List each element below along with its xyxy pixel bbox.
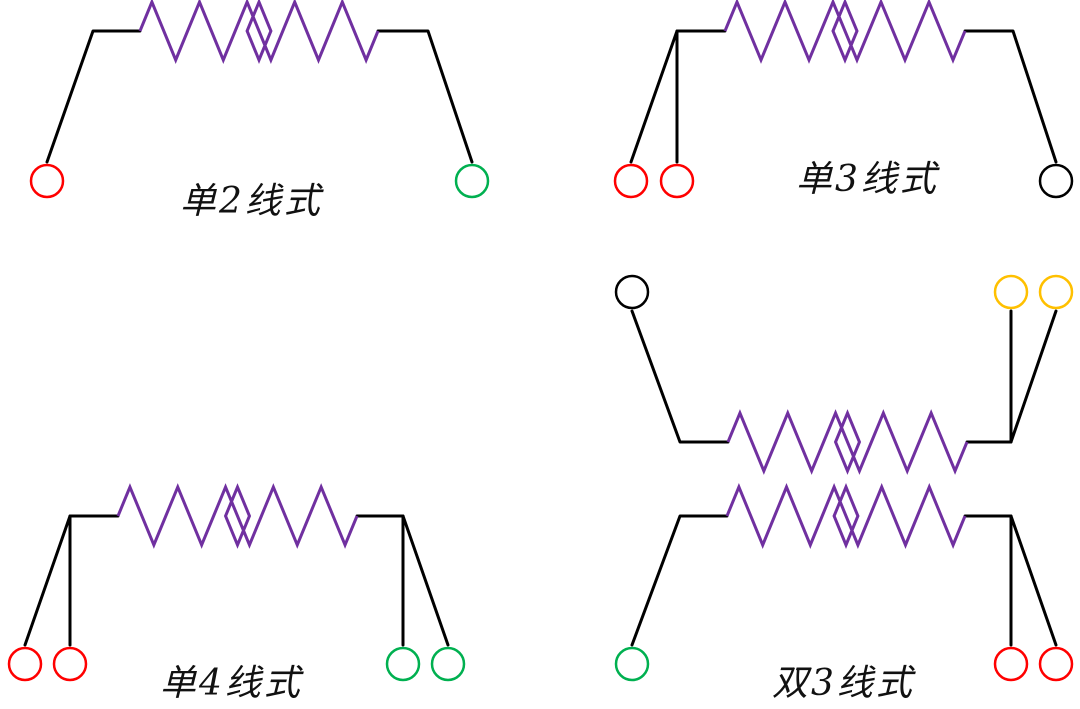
terminal-green xyxy=(430,646,466,682)
lead-wire-right-b xyxy=(401,514,450,647)
resistor-element xyxy=(725,483,967,549)
lead-wire-left xyxy=(630,514,729,647)
diagram-single-3-wire xyxy=(613,0,1074,199)
caption-single-2-wire: 单2线式 xyxy=(180,181,323,222)
terminal-black xyxy=(614,274,650,310)
caption-double-3-wire: 双3线式 xyxy=(772,663,915,704)
resistor-element xyxy=(116,483,359,549)
terminal-red xyxy=(659,163,695,199)
terminal-black xyxy=(1038,163,1074,199)
diagram-double-3-wire-upper xyxy=(614,274,1074,475)
terminal-green xyxy=(385,646,421,682)
terminal-red xyxy=(29,163,65,199)
lead-wire-left xyxy=(45,29,142,164)
resistor-element xyxy=(726,409,969,475)
caption-single-4-wire: 单4线式 xyxy=(160,663,303,704)
resistor-element xyxy=(723,0,967,64)
lead-wire-right-b xyxy=(1009,309,1058,444)
terminal-red xyxy=(613,163,649,199)
caption-single-3-wire: 单3线式 xyxy=(796,159,939,200)
lead-wire-right xyxy=(963,29,1058,164)
lead-wire-left xyxy=(630,309,730,444)
lead-wire-right-b xyxy=(1009,514,1058,647)
terminal-yellow xyxy=(993,274,1029,310)
lead-wire-right-a xyxy=(355,514,405,647)
diagram-single-2-wire xyxy=(29,0,490,199)
terminal-red xyxy=(993,646,1029,682)
diagram-single-4-wire xyxy=(7,483,466,682)
terminal-red xyxy=(7,646,43,682)
terminal-yellow xyxy=(1038,274,1074,310)
terminal-green xyxy=(614,646,650,682)
terminal-red xyxy=(1038,646,1074,682)
lead-wire-right xyxy=(376,29,474,164)
diagram-double-3-wire-lower xyxy=(614,483,1074,682)
terminal-green xyxy=(454,163,490,199)
lead-wire-right-a xyxy=(963,514,1013,647)
terminal-red xyxy=(52,646,88,682)
lead-wire-right-a xyxy=(965,309,1013,444)
resistor-element xyxy=(138,0,380,64)
